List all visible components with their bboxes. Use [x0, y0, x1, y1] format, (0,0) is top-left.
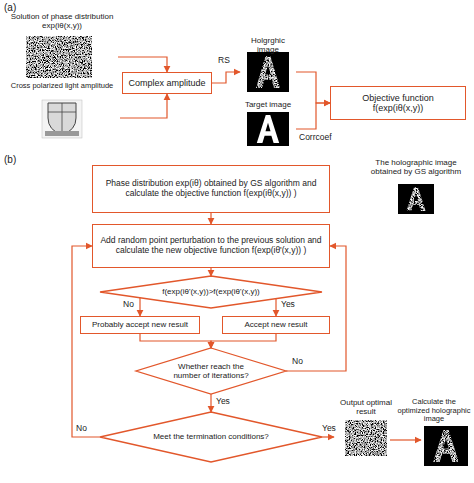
diamond-shape [136, 348, 286, 394]
edge-label: Yes [322, 424, 336, 434]
amplitude-crest-image [42, 100, 82, 138]
edge-label: No [123, 300, 134, 310]
image-node: Target image [240, 100, 296, 148]
edge-label: No [76, 424, 87, 434]
flow-arrow [140, 334, 211, 348]
image-node: Holgrghic image [240, 36, 296, 94]
panel-label: (a) [4, 2, 34, 14]
process-box: Complex amplitude [122, 72, 212, 94]
caption-text: Calculate the optimized holographic imag… [396, 398, 472, 424]
process-box: Objective function f(exp(iθ(x,y)) [330, 86, 466, 120]
flow-arrow [72, 246, 100, 437]
diamond-shape [100, 412, 322, 462]
optimized-holographic-image [424, 426, 468, 466]
panel-label: (b) [4, 154, 34, 166]
flow-arrow [120, 94, 167, 118]
gs-holographic-image [398, 184, 434, 214]
image-node: Output optimal result [334, 398, 398, 462]
node-text: Output optimal result [334, 398, 398, 416]
node-text: f(exp(iθ'(x,y))>f(exp(iθ'(x,y)) [162, 287, 260, 296]
flow-arrow [296, 72, 330, 103]
node-text: Meet the termination conditions? [153, 432, 269, 441]
node-text: The holographic image obtained by GS alg… [362, 158, 470, 176]
node-text: Solution of phase distribution exp(iθ(x,… [6, 12, 118, 30]
flow-arrow [118, 57, 167, 72]
image-node: Solution of phase distribution exp(iθ(x,… [6, 12, 118, 80]
holographic-a-image [247, 52, 289, 92]
output-arrow [390, 439, 421, 440]
flow-arrow [212, 72, 240, 83]
edge-label: RS [218, 56, 230, 66]
image-node: The holographic image obtained by GS alg… [362, 158, 470, 216]
node-text: Objective function f(exp(iθ(x,y)) [336, 93, 460, 114]
node-text: Accept new result [244, 320, 307, 329]
flow-arrow [210, 268, 211, 276]
node-text: Complex amplitude [128, 78, 205, 88]
flow-arrow [210, 394, 211, 412]
image-node: Cross polarized light amplitude [4, 82, 120, 140]
optimal-phase-image [345, 420, 387, 456]
process-box: Phase distribution exp(iθ) obtained by G… [92, 165, 330, 213]
node-text: Holgrghic image [240, 36, 296, 54]
phase-speckle-image [26, 36, 92, 78]
decision-diamond: Whether reach the number of iterations? [136, 348, 286, 394]
flow-arrow [210, 213, 211, 224]
node-text: Cross polarized light amplitude [11, 82, 114, 91]
process-box: Accept new result [222, 316, 330, 334]
target-a-image [247, 112, 289, 146]
node-text: Whether reach the number of iterations? [166, 362, 256, 380]
flow-arrow [296, 103, 330, 129]
flow-arrow [275, 299, 276, 316]
edge-label: Corrcoef [299, 133, 332, 143]
edge-label: Yes [281, 300, 295, 310]
process-box: Add random point perturbation to the pre… [92, 224, 330, 268]
flow-arrow [211, 334, 276, 348]
flow-arrow [139, 298, 140, 316]
node-text: Add random point perturbation to the pre… [98, 236, 324, 256]
node-text: Phase distribution exp(iθ) obtained by G… [98, 179, 324, 199]
flow-arrow [322, 436, 334, 437]
process-box: Probably accept new result [80, 316, 200, 334]
node-text: Probably accept new result [92, 320, 188, 329]
node-text: Target image [245, 100, 291, 109]
decision-diamond: Meet the termination conditions? [100, 412, 322, 462]
edge-label: No [292, 357, 303, 367]
edge-label: Yes [216, 397, 230, 407]
